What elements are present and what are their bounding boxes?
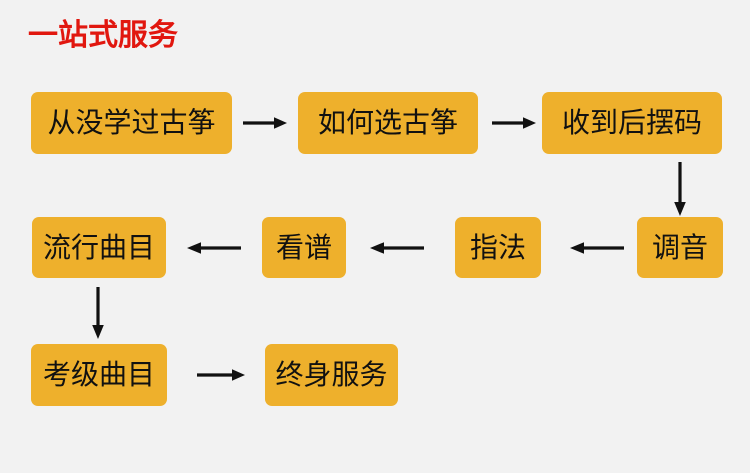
- node-read-score[interactable]: 看谱: [262, 217, 346, 278]
- arrow-down-2: [92, 287, 104, 339]
- node-tuning[interactable]: 调音: [637, 217, 723, 278]
- node-how-to-choose-guzheng[interactable]: 如何选古筝: [298, 92, 478, 154]
- arrow-down-1: [674, 162, 686, 216]
- arrow-right-1: [243, 117, 287, 129]
- arrow-left-2: [370, 242, 424, 254]
- arrow-right-3: [197, 369, 245, 381]
- arrow-right-2: [492, 117, 536, 129]
- arrow-left-3: [187, 242, 241, 254]
- arrow-left-1: [570, 242, 624, 254]
- node-place-bridges-after-receiving[interactable]: 收到后摆码: [542, 92, 722, 154]
- node-popular-pieces[interactable]: 流行曲目: [32, 217, 166, 278]
- node-grading-pieces[interactable]: 考级曲目: [31, 344, 167, 406]
- node-never-learned-guzheng[interactable]: 从没学过古筝: [31, 92, 232, 154]
- node-lifetime-service[interactable]: 终身服务: [265, 344, 398, 406]
- page-title: 一站式服务: [28, 19, 178, 52]
- node-fingering[interactable]: 指法: [455, 217, 541, 278]
